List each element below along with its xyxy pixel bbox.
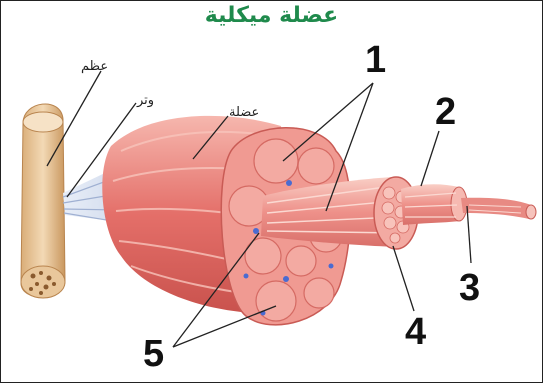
label-muscle: عضلة xyxy=(229,105,259,120)
bone xyxy=(21,104,65,298)
number-3-myofibril: 3 xyxy=(459,269,480,307)
label-bone: عظم xyxy=(81,59,108,74)
number-5-nuclei: 5 xyxy=(143,335,164,373)
number-1-fascicle: 1 xyxy=(365,41,386,79)
number-2-muscle-fiber: 2 xyxy=(435,93,456,131)
label-tendon: وتر xyxy=(137,93,154,108)
muscle-fiber xyxy=(401,184,467,225)
number-4-perimysium: 4 xyxy=(405,313,426,351)
myofibril xyxy=(461,198,536,219)
